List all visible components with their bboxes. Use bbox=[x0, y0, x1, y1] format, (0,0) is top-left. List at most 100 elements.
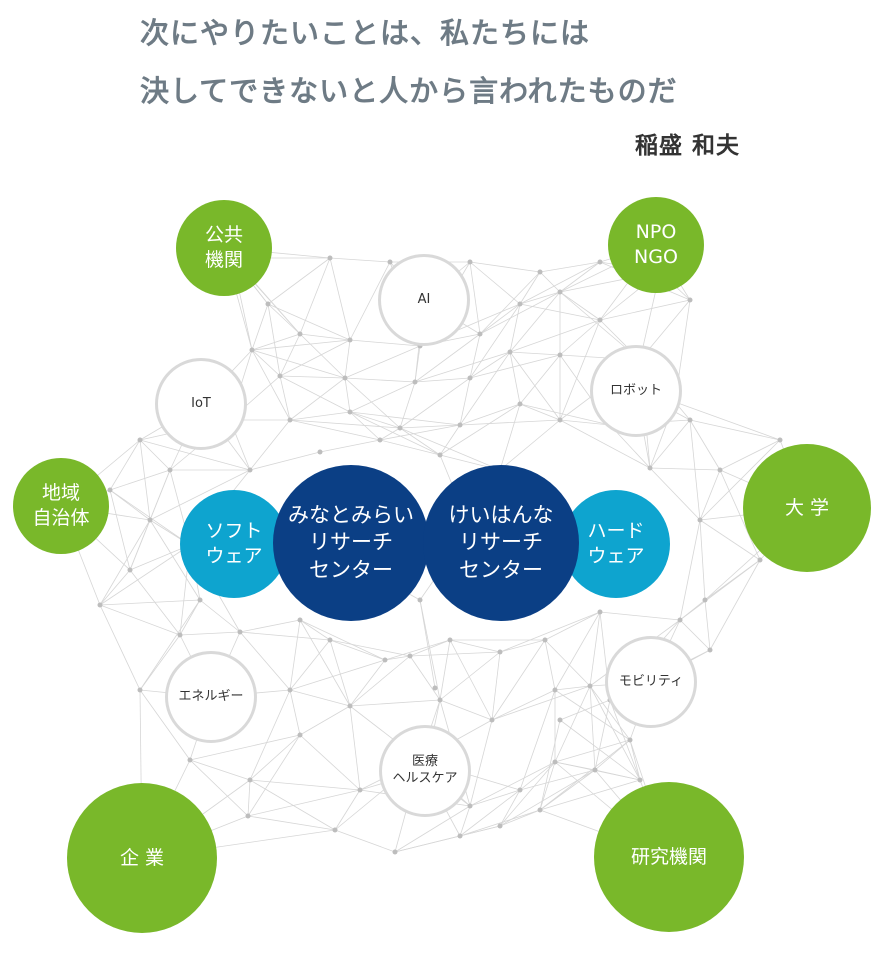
network-line bbox=[459, 809, 541, 837]
network-dot bbox=[537, 269, 543, 275]
network-dot bbox=[592, 767, 598, 773]
network-line bbox=[594, 699, 611, 771]
network-dot bbox=[327, 255, 333, 261]
network-dot bbox=[347, 409, 353, 415]
network-line bbox=[459, 419, 561, 426]
network-dot bbox=[707, 647, 713, 653]
network-line bbox=[479, 271, 541, 335]
network-line bbox=[267, 257, 331, 305]
network-line bbox=[699, 439, 781, 521]
network-dot bbox=[187, 757, 193, 763]
network-line bbox=[539, 271, 561, 293]
node-keihanna-center: けいはんな リサーチ センター bbox=[423, 465, 579, 621]
network-line bbox=[289, 377, 346, 421]
network-line bbox=[469, 261, 481, 335]
network-line bbox=[519, 354, 561, 405]
network-dot bbox=[287, 687, 293, 693]
network-dot bbox=[412, 379, 418, 385]
network-line bbox=[449, 639, 501, 653]
network-line bbox=[189, 759, 249, 817]
network-line bbox=[469, 354, 561, 379]
network-line bbox=[299, 619, 331, 641]
network-line bbox=[289, 619, 301, 691]
node-research-institute: 研究機関 bbox=[594, 782, 744, 932]
network-dot bbox=[297, 732, 303, 738]
network-line bbox=[139, 689, 191, 761]
network-line bbox=[559, 419, 611, 426]
network-line bbox=[649, 467, 721, 471]
network-dot bbox=[437, 697, 443, 703]
network-line bbox=[544, 639, 591, 687]
network-dot bbox=[197, 597, 203, 603]
network-line bbox=[499, 789, 521, 827]
network-line bbox=[109, 439, 141, 491]
network-line bbox=[491, 639, 546, 721]
network-line bbox=[459, 805, 471, 837]
network-line bbox=[247, 734, 301, 817]
network-line bbox=[509, 291, 561, 353]
network-dot bbox=[702, 597, 708, 603]
network-line bbox=[499, 809, 541, 827]
network-line bbox=[414, 377, 471, 383]
network-dot bbox=[687, 417, 693, 423]
network-line bbox=[499, 403, 521, 471]
network-line bbox=[679, 519, 701, 621]
node-university: 大 学 bbox=[743, 444, 871, 572]
network-line bbox=[249, 451, 321, 471]
network-line bbox=[251, 349, 291, 421]
network-line bbox=[139, 599, 201, 691]
network-line bbox=[129, 519, 151, 571]
network-line bbox=[689, 419, 701, 521]
network-dot bbox=[127, 567, 133, 573]
network-line bbox=[349, 339, 421, 347]
node-local-government: 地域 自治体 bbox=[13, 458, 109, 554]
network-line bbox=[279, 375, 346, 379]
network-line bbox=[509, 351, 521, 405]
network-line bbox=[589, 685, 641, 781]
network-line bbox=[704, 599, 711, 651]
network-line bbox=[459, 377, 471, 426]
network-dot bbox=[597, 259, 603, 265]
network-line bbox=[279, 333, 301, 377]
network-line bbox=[349, 411, 381, 441]
network-dot bbox=[557, 289, 563, 295]
network-dot bbox=[382, 657, 388, 663]
network-dot bbox=[387, 259, 393, 265]
node-ai: AI bbox=[378, 254, 470, 346]
node-iot: IoT bbox=[155, 358, 247, 450]
network-line bbox=[554, 685, 591, 691]
network-line bbox=[539, 769, 596, 811]
network-line bbox=[414, 351, 511, 383]
node-company: 企 業 bbox=[67, 783, 217, 933]
network-line bbox=[399, 427, 441, 456]
network-dot bbox=[552, 759, 558, 765]
network-line bbox=[179, 599, 201, 636]
network-line bbox=[349, 381, 416, 413]
network-line bbox=[99, 519, 151, 606]
network-line bbox=[329, 257, 391, 263]
quote-line-1: 次にやりたいことは、私たちには bbox=[140, 16, 591, 50]
node-minatomirai-center: みなとみらい リサーチ センター bbox=[273, 465, 429, 621]
network-line bbox=[539, 779, 641, 811]
network-line bbox=[349, 261, 391, 341]
network-line bbox=[289, 419, 401, 429]
network-dot bbox=[245, 813, 251, 819]
network-dot bbox=[137, 687, 143, 693]
network-line bbox=[469, 789, 521, 807]
network-line bbox=[329, 639, 351, 707]
network-line bbox=[519, 689, 556, 791]
network-line bbox=[539, 261, 601, 273]
network-line bbox=[99, 599, 201, 606]
network-line bbox=[559, 319, 601, 356]
network-dot bbox=[357, 787, 363, 793]
network-line bbox=[349, 411, 461, 426]
network-dot bbox=[332, 827, 338, 833]
network-line bbox=[251, 339, 351, 351]
network-line bbox=[149, 469, 171, 521]
network-line bbox=[589, 685, 631, 741]
network-line bbox=[249, 419, 291, 471]
network-line bbox=[379, 439, 441, 456]
network-line bbox=[459, 351, 511, 426]
network-dot bbox=[347, 703, 353, 709]
node-robot: ロボット bbox=[590, 345, 682, 437]
